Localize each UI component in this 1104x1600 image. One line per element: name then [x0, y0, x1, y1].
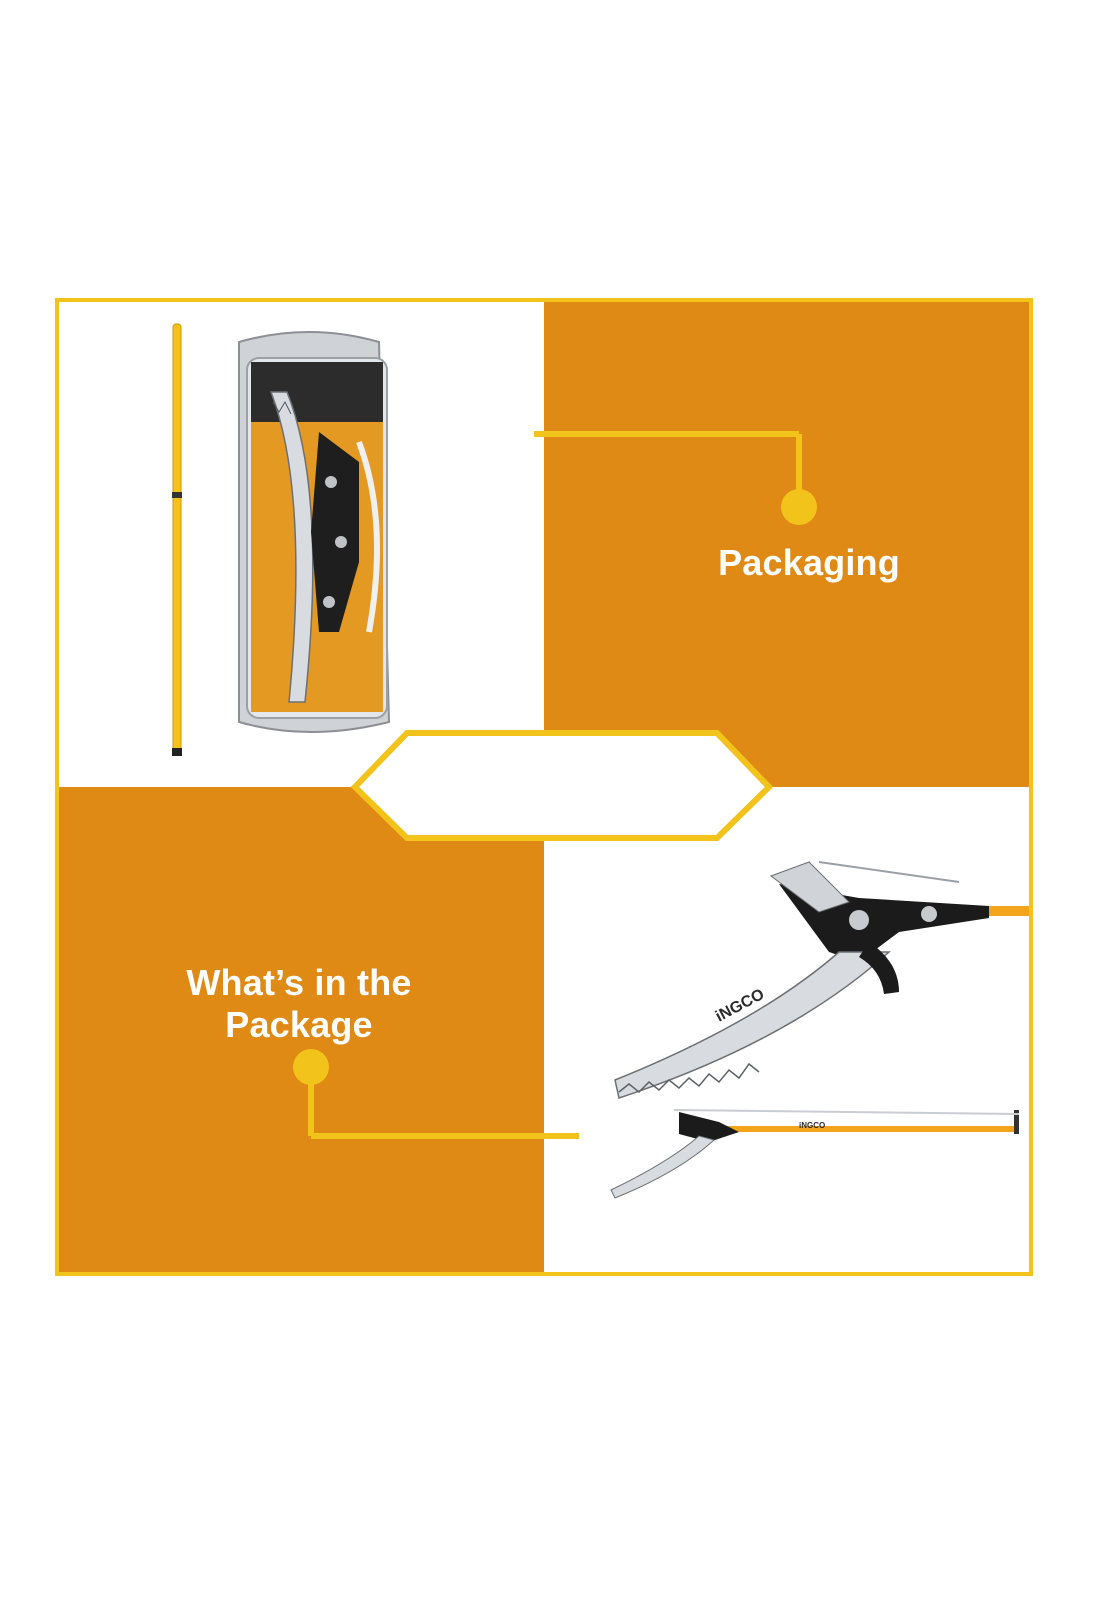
product-illustrations: iNGCO iNGCO — [172, 323, 1029, 1199]
pruner-saw-closeup-image: iNGCO — [614, 861, 1029, 1099]
package-contents-label-quadrant — [59, 787, 544, 1272]
infographic-panel: iNGCO iNGCO Packaging What’s in the Pack… — [55, 298, 1033, 1276]
blister-package-image — [238, 331, 391, 733]
extension-pole-image — [172, 323, 182, 756]
yellow-connector-dot-icon — [781, 489, 817, 525]
package-contents-connector — [293, 1049, 579, 1139]
packaging-connector — [534, 431, 817, 525]
pole-logo-text: iNGCO — [799, 1121, 825, 1130]
packaging-label: Packaging — [718, 542, 900, 583]
whats-in-the-package-label: What’s in the Package — [186, 962, 412, 1045]
center-hexagon — [350, 730, 774, 841]
packaging-label-quadrant — [544, 302, 1029, 787]
full-pole-pruner-image: iNGCO — [610, 1109, 1020, 1199]
